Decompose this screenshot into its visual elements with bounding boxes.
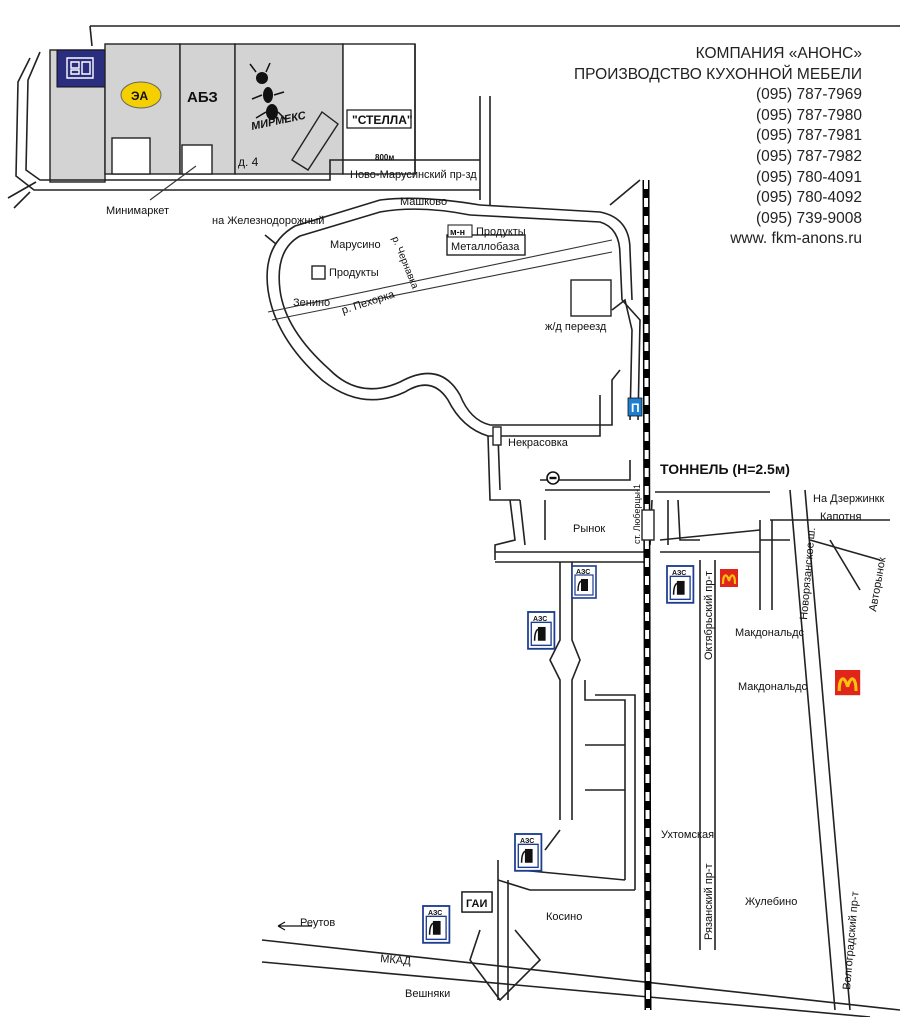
parking-icon: П (627, 397, 643, 417)
label-rynok: Рынок (573, 523, 605, 535)
gas-station-icon: АЗС (514, 833, 543, 872)
label-oktyabrsky: Октябрьский пр-т (703, 571, 715, 660)
label-mn: м-н (450, 227, 465, 237)
label-avtorynok: Авторынок (867, 556, 888, 612)
label-house: д. 4 (238, 155, 259, 169)
label-pekhorka: р. Пехорка (340, 288, 397, 317)
phone-2: (095) 787-7980 (756, 106, 862, 124)
label-ukhtomskaya: Ухтомская (661, 829, 714, 841)
label-produkty1: Продукты (476, 226, 526, 238)
label-stella: "СТЕЛЛА" (352, 113, 413, 127)
label-marusino: Марусино (330, 239, 381, 251)
svg-text:АЗС: АЗС (520, 838, 534, 845)
label-reutov: Реутов (300, 917, 335, 929)
label-to-dzerzhinsky: На Дзержинкк (813, 493, 884, 505)
ea-logo-icon (120, 81, 162, 109)
gas-station-icon: АЗС (527, 611, 556, 650)
label-zhulebino: Жулебино (745, 896, 797, 908)
label-metallobaza: Металлобаза (451, 241, 520, 253)
phone-3: (095) 787-7981 (756, 127, 862, 145)
label-minimarket: Минимаркет (106, 205, 169, 217)
gas-station-icon: АЗС (422, 905, 451, 944)
label-abz: АБЗ (187, 89, 218, 106)
gas-station-icon: АЗС (666, 565, 695, 604)
gas-station-icon: АЗС (571, 565, 597, 599)
label-st-lyubertsy: ст. Люберцы-1 (632, 484, 642, 544)
label-mcdonalds1: Макдональдс (735, 627, 805, 639)
label-mcdonalds2: Макдональдс (738, 681, 808, 693)
phone-7: (095) 739-9008 (756, 209, 862, 227)
label-mkad: МКАД (380, 953, 412, 968)
svg-text:П: П (631, 401, 640, 415)
label-kapotnya: Капотня (820, 511, 861, 523)
svg-text:АЗС: АЗС (533, 616, 547, 623)
ant-logo-icon (249, 62, 287, 121)
no-entry-icon (546, 471, 560, 485)
company-info: КОМПАНИЯ «АНОНС» ПРОИЗВОДСТВО КУХОННОЙ М… (574, 44, 862, 250)
label-novo-marusinsky: Ново-Марусинский пр-зд (350, 169, 477, 181)
label-chernavka: р. Чернавка (389, 235, 420, 291)
phone-6: (095) 780-4092 (756, 189, 862, 207)
company-tagline: ПРОИЗВОДСТВО КУХОННОЙ МЕБЕЛИ (574, 65, 862, 83)
road-network (261, 179, 900, 1017)
industrial-zone: ЭА (7, 25, 900, 209)
label-nekrasovka: Некрасовка (508, 437, 569, 449)
svg-text:ЭА: ЭА (131, 89, 149, 103)
label-tunnel: ТОННЕЛЬ (Н=2.5м) (660, 461, 790, 477)
label-gai: ГАИ (466, 898, 487, 910)
label-produkty2: Продукты (329, 267, 379, 279)
label-veshnyaki: Вешняки (405, 988, 450, 1000)
label-zenino: Зенино (293, 297, 330, 309)
svg-text:АЗС: АЗС (672, 570, 686, 577)
phone-4: (095) 787-7982 (756, 147, 862, 165)
label-ryazansky: Рязанский пр-т (703, 863, 715, 940)
mcdonalds-icon (718, 567, 740, 589)
svg-text:АЗС: АЗС (576, 569, 590, 576)
label-kosino: Косино (546, 911, 582, 923)
company-name: КОМПАНИЯ «АНОНС» (695, 45, 862, 62)
mcdonalds-icon (833, 668, 862, 697)
label-mashkovo: Машково (400, 196, 447, 208)
phone-5: (095) 780-4091 (756, 168, 862, 186)
company-logo-icon (56, 49, 106, 88)
company-website[interactable]: www. fkm-anons.ru (730, 230, 862, 248)
label-distance: 800м (375, 153, 394, 162)
railway (642, 179, 652, 1011)
svg-text:АЗС: АЗС (428, 910, 442, 917)
phone-1: (095) 787-7969 (756, 86, 862, 104)
label-zheleznodorozhny: на Железнодорожный (212, 215, 324, 227)
label-pereezd: ж/д переезд (545, 321, 607, 333)
